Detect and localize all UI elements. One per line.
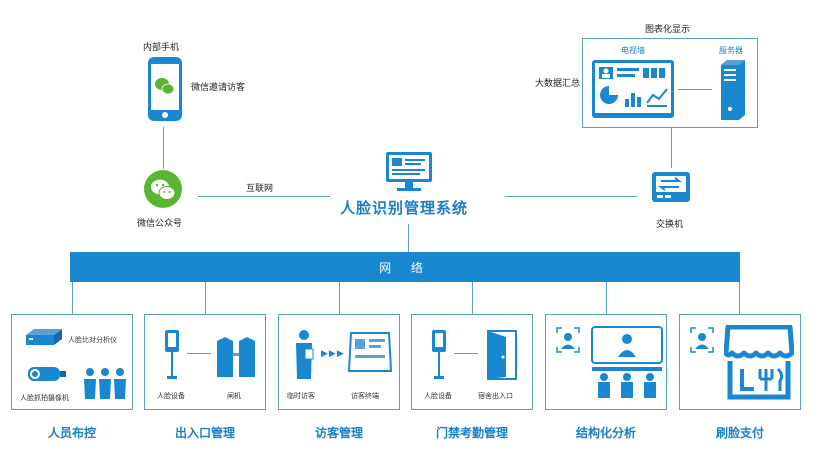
line-network-b6	[739, 282, 740, 314]
line-system-network	[408, 224, 409, 252]
b1-device1: 人脸比对分析仪	[68, 336, 117, 344]
b2-title: 出入口管理	[174, 426, 235, 440]
b4-title: 门禁考勤管理	[435, 426, 508, 440]
monitor-icon	[385, 151, 433, 193]
face-scan-icon-2	[690, 327, 714, 353]
tv-wall-label: 电视墙	[621, 46, 645, 55]
wechat-icon	[143, 169, 183, 209]
line-network-b5	[606, 282, 607, 314]
tv-wall-icon	[591, 59, 675, 121]
line-panel-switch	[671, 128, 672, 168]
switch-label: 交换机	[656, 220, 684, 230]
internet-label: 互联网	[246, 184, 274, 194]
server-label: 服务器	[719, 46, 743, 55]
wechat-label: 微信公众号	[137, 219, 183, 229]
b2-device1: 人脸设备	[157, 392, 185, 400]
line-network-b4	[472, 282, 473, 314]
arrow-dots-icon: ▶▶▶	[321, 349, 345, 359]
box-structured-analysis	[545, 314, 667, 410]
b3-title: 访客管理	[314, 426, 363, 440]
phone-icon	[147, 56, 183, 122]
box-personnel-control: 人脸比对分析仪 人脸抓拍摄像机	[11, 314, 133, 410]
line-system-switch	[505, 196, 637, 197]
shop-icon	[724, 325, 794, 400]
b2-dash	[187, 353, 211, 354]
box-access-attendance: 人脸设备 宿舍出入口	[411, 314, 533, 410]
line-phone-wechat	[163, 127, 164, 169]
face-device-icon	[165, 330, 179, 379]
bigdata-label: 大数据汇总	[535, 79, 581, 89]
people-icon	[84, 368, 126, 399]
dash-line	[678, 89, 712, 90]
meeting-screen-icon	[591, 326, 663, 398]
analyzer-icon	[26, 329, 62, 345]
b1-device2: 人脸抓拍摄像机	[20, 394, 69, 402]
system-title: 人脸识别管理系统	[340, 199, 469, 217]
network-bar: 网 络	[70, 252, 740, 282]
gate-icon	[217, 337, 255, 377]
b3-device2: 访客终端	[351, 392, 379, 400]
camera-icon	[28, 367, 66, 381]
phone-label: 微信邀请访客	[191, 83, 246, 93]
b2-device2: 闸机	[227, 392, 241, 400]
display-panel: 电视墙 服务器	[582, 38, 758, 128]
door-icon	[487, 330, 517, 380]
b6-title: 刷脸支付	[715, 426, 764, 440]
line-network-b3	[339, 282, 340, 314]
b4-device1: 人脸设备	[424, 392, 452, 400]
b4-device2: 宿舍出入口	[478, 392, 513, 400]
face-scan-icon	[556, 327, 580, 353]
server-icon	[719, 59, 747, 121]
phone-title: 内部手机	[143, 43, 180, 53]
face-device-icon-2	[432, 330, 446, 379]
b5-title: 结构化分析	[575, 426, 636, 440]
display-title: 图表化显示	[645, 25, 691, 35]
line-wechat-system	[198, 196, 330, 197]
b1-title: 人员布控	[47, 426, 96, 440]
switch-icon	[651, 168, 691, 208]
line-network-b2	[205, 282, 206, 314]
box-entrance-exit: 人脸设备 闸机	[144, 314, 266, 410]
box-face-payment	[679, 314, 801, 410]
line-network-b1	[72, 282, 73, 314]
box-visitor-management: ▶▶▶ 临时访客 访客终端	[278, 314, 400, 410]
b3-device1: 临时访客	[287, 392, 315, 400]
visitor-terminal-icon	[347, 332, 393, 372]
b4-dash	[454, 353, 478, 354]
visitor-icon	[296, 330, 314, 379]
